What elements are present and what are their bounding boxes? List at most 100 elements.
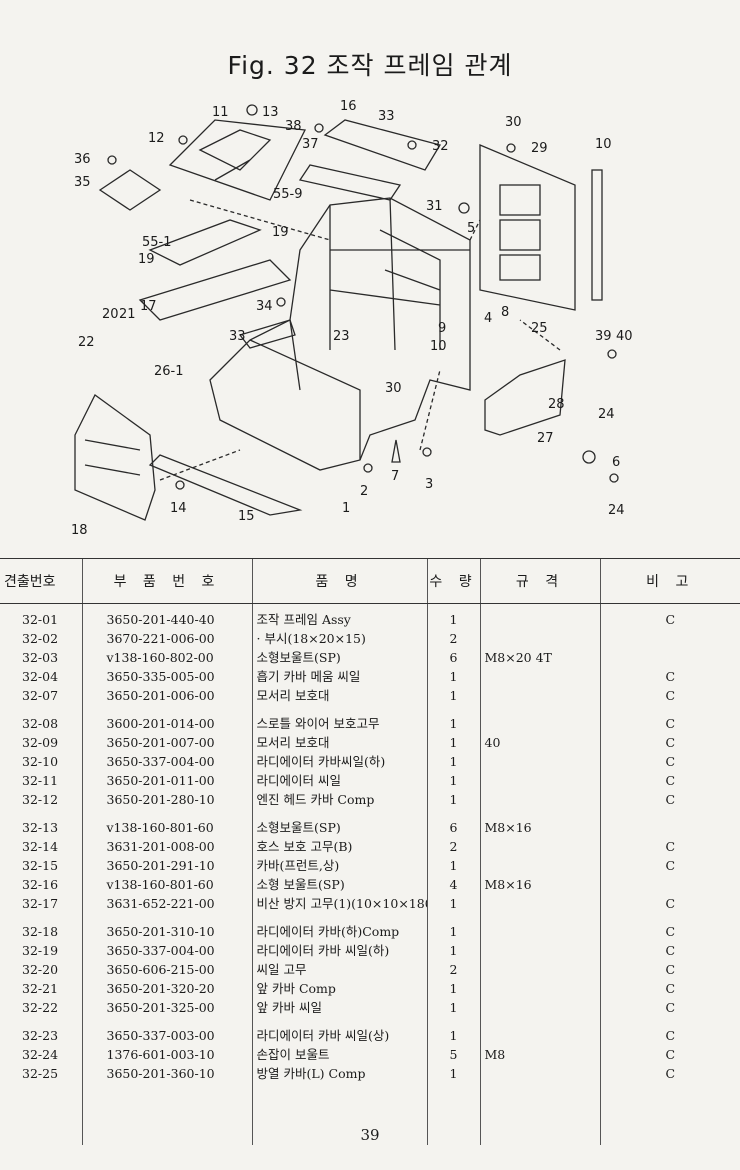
callout-31: 31 [426, 199, 443, 214]
header-part-name: 품 명 [251, 558, 427, 604]
remark-cell: C [599, 790, 740, 809]
remark-cell: C [599, 733, 740, 752]
ref-no-cell: 32-09 [22, 735, 59, 750]
spec-cell: M8 [479, 1045, 600, 1064]
part-name-cell: 엔진 헤드 카바 Comp [251, 790, 427, 809]
remark-cell: C [599, 686, 740, 705]
part-no-cell: v138-160-802-00 [81, 648, 252, 667]
part-no-cell: 3650-337-004-00 [81, 752, 252, 771]
ref-no-cell: 32-07 [22, 688, 59, 703]
remark-cell: C [599, 1064, 740, 1083]
callout-55-1: 55-1 [142, 235, 172, 250]
callout-20b: 19 [138, 252, 155, 267]
part-no-cell: 3670-221-006-00 [81, 629, 252, 648]
radiator-cover [479, 144, 576, 311]
front-cover-top [323, 119, 442, 171]
ref-no-cell: 32-01 [22, 612, 59, 627]
part-no-cell: 3650-337-004-00 [81, 941, 252, 960]
callout-34: 32 [432, 139, 449, 154]
ref-no-cell: 32-11 [22, 773, 59, 788]
header-quantity: 수 량 [426, 558, 480, 604]
part-name-cell: 소형보울트(SP) [251, 648, 427, 667]
remark-cell [599, 875, 740, 894]
spec-cell [479, 1064, 600, 1083]
spec-cell [479, 603, 600, 629]
part-no-cell: 3650-201-280-10 [81, 790, 252, 809]
header-ref-no: 견출번호 [0, 558, 82, 604]
remark-cell [599, 809, 740, 837]
callout-40: 38 [285, 119, 302, 134]
spec-cell [479, 1017, 600, 1045]
part-no-cell: 3650-201-360-10 [81, 1064, 252, 1083]
part-name-cell: 앞 카바 Comp [251, 979, 427, 998]
part-name-cell: 비산 방지 고무(1)(10×10×180) [251, 894, 427, 913]
callout-8: 8 [501, 305, 509, 320]
callout-30: 30 [505, 115, 522, 130]
spec-cell [479, 790, 600, 809]
callout-7: 7 [391, 469, 399, 484]
ref-no-cell: 32-02 [22, 631, 59, 646]
callout-19: 17 [140, 299, 157, 314]
part-no-cell: 3650-337-003-00 [81, 1017, 252, 1045]
ref-no-cell: 32-21 [22, 981, 59, 996]
ref-no-cell: 32-19 [22, 943, 59, 958]
part-no-cell: 1376-601-003-10 [81, 1045, 252, 1064]
callout-29: 29 [531, 141, 548, 156]
callout-38: 36 [74, 152, 91, 167]
part-name-cell: 라디에이터 씨일 [251, 771, 427, 790]
ref-no-cell: 32-13 [22, 820, 59, 835]
main-frame-outline [209, 197, 471, 471]
callout-11: 10 [595, 137, 612, 152]
remark-cell [599, 648, 740, 667]
part-name-cell: 모서리 보호대 [251, 733, 427, 752]
callout-6: 6 [612, 455, 620, 470]
part-no-cell: 3650-201-006-00 [81, 686, 252, 705]
part-no-cell: 3650-201-291-10 [81, 856, 252, 875]
heat-cover [484, 359, 566, 436]
callout-17: 16 [340, 99, 357, 114]
spec-cell [479, 667, 600, 686]
part-name-cell: 라디에이터 카바씨일(하) [251, 752, 427, 771]
quantity-cell: 2 [426, 960, 480, 979]
spec-cell [479, 705, 600, 733]
quantity-cell: 1 [426, 705, 480, 733]
empty-cell [81, 1083, 252, 1145]
spec-cell [479, 941, 600, 960]
part-no-cell: 3650-201-440-40 [81, 603, 252, 629]
part-no-cell: 3650-201-007-00 [81, 733, 252, 752]
part-name-cell: 소형 보울트(SP) [251, 875, 427, 894]
callout-1: 1 [342, 501, 350, 516]
upper-cover-plate [168, 119, 306, 201]
spec-cell [479, 856, 600, 875]
ref-no-cell: 32-24 [22, 1047, 59, 1062]
callout-41: 39 [595, 329, 612, 344]
part-no-cell: v138-160-801-60 [81, 875, 252, 894]
ref-no-cell: 32-03 [22, 650, 59, 665]
lower-cover [74, 394, 156, 521]
part-no-cell: 3650-201-310-10 [81, 913, 252, 941]
callout-32: 30 [385, 381, 402, 396]
ref-no-cell: 32-14 [22, 839, 59, 854]
callout-39: 37 [302, 137, 319, 152]
quantity-cell: 1 [426, 667, 480, 686]
part-no-cell: 3631-201-008-00 [81, 837, 252, 856]
empty-cell [479, 1083, 600, 1145]
callout-15: 15 [238, 509, 255, 524]
remark-cell: C [599, 979, 740, 998]
remark-cell: C [599, 667, 740, 686]
remark-cell: C [599, 998, 740, 1017]
callout-13: 12 [148, 131, 165, 146]
spec-cell [479, 629, 600, 648]
ref-no-cell: 32-17 [22, 896, 59, 911]
quantity-cell: 1 [426, 979, 480, 998]
spec-cell [479, 960, 600, 979]
